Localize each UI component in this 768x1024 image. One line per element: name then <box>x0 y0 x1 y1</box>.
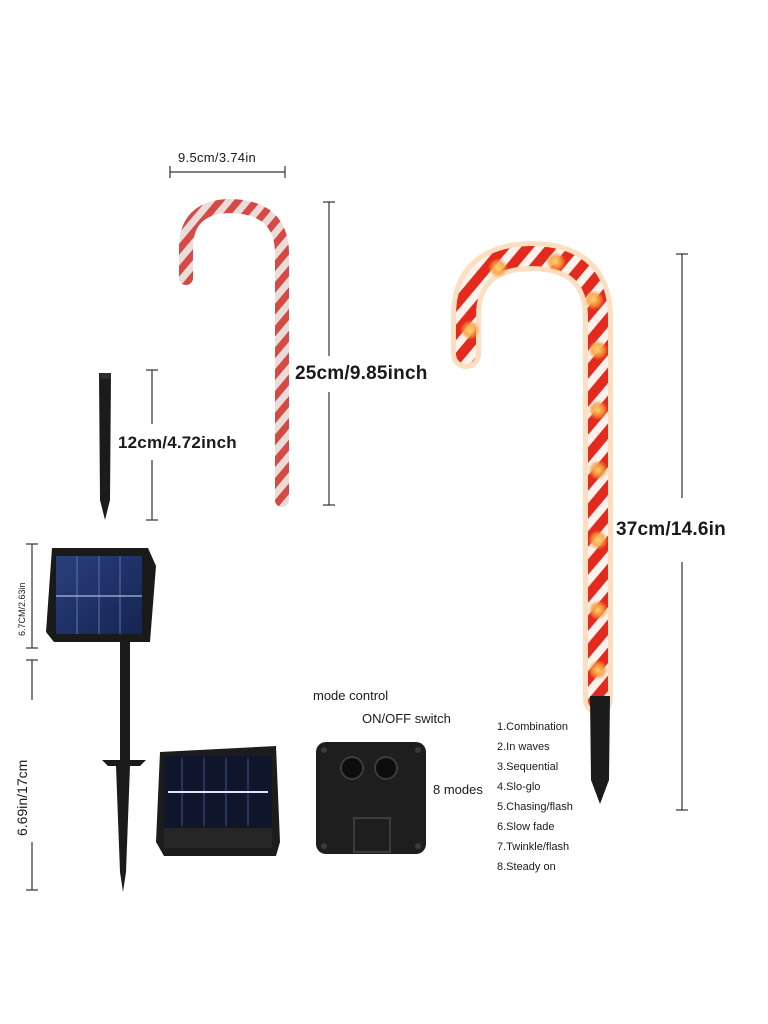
mode-control-label: mode control <box>313 688 389 703</box>
large-cane-height-label: 37cm/14.6in <box>616 519 726 540</box>
on-off-switch-label: ON/OFF switch <box>362 711 451 726</box>
solar-panel-on-stake <box>46 548 156 892</box>
dimension-line-panel <box>26 543 38 891</box>
modes-list: 1.Combination 2.In waves 3.Sequential 4.… <box>497 721 573 881</box>
dimension-line-large-height <box>676 253 688 811</box>
mode-item: 6.Slow fade <box>497 821 555 833</box>
mode-item: 4.Slo-glo <box>497 781 541 793</box>
small-cane-height-label: 25cm/9.85inch <box>295 363 428 384</box>
mode-item: 5.Chasing/flash <box>497 801 573 813</box>
mode-item: 2.In waves <box>497 741 550 753</box>
panel-stake-height-label: 6.69in/17cm <box>14 759 30 836</box>
small-candy-cane <box>179 198 289 507</box>
mode-item: 8.Steady on <box>497 861 556 873</box>
mode-item: 3.Sequential <box>497 761 559 773</box>
large-candy-cane <box>451 240 613 804</box>
mode-item: 7.Twinkle/flash <box>497 841 570 853</box>
dimension-line-small-width <box>169 166 286 178</box>
control-box <box>316 742 426 854</box>
dimension-line-stake <box>146 369 158 521</box>
solar-panel-box <box>156 746 280 856</box>
mode-item: 1.Combination <box>497 721 568 733</box>
stake-length-label: 12cm/4.72inch <box>118 433 237 452</box>
dimension-line-small-height <box>323 201 335 506</box>
ground-stake <box>99 373 111 520</box>
modes-count-label: 8 modes <box>433 782 483 797</box>
panel-height-label: 6.7CM/2.63in <box>17 582 27 636</box>
small-cane-width-label: 9.5cm/3.74in <box>178 150 257 165</box>
